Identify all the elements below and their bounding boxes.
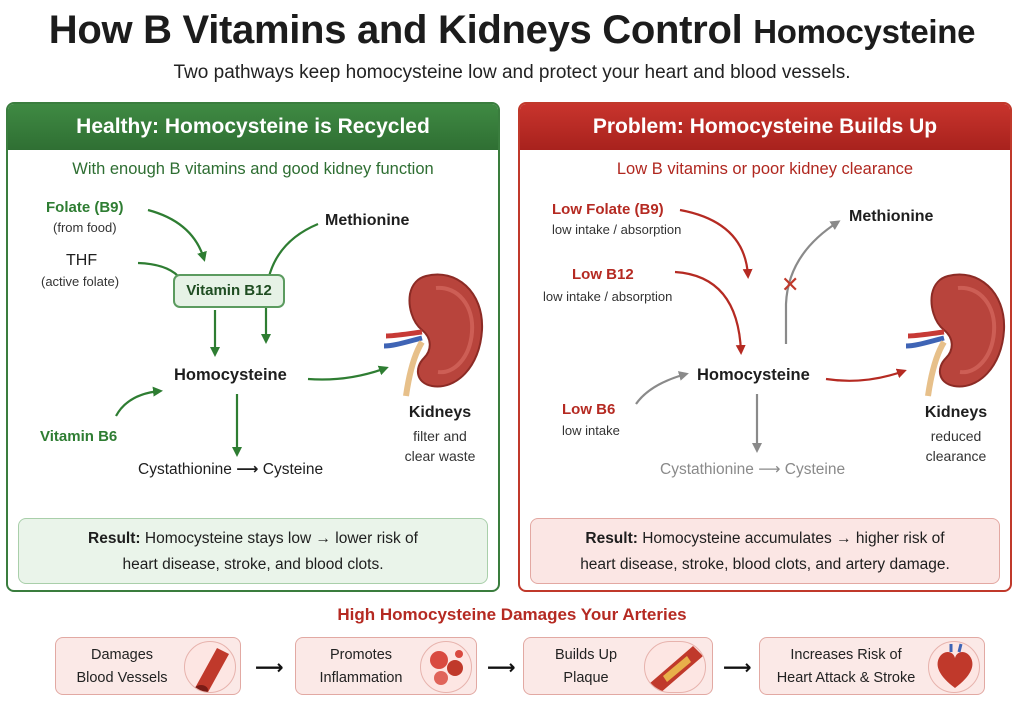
low-folate-label: Low Folate (B9): [552, 201, 664, 218]
card-line1: Promotes: [329, 647, 393, 663]
kidneys-label: Kidneys: [924, 404, 988, 421]
low-folate-note: low intake / absorption: [552, 222, 682, 237]
damage-card-inflammation: Promotes Inflammation: [295, 637, 477, 695]
card-text: Damages Blood Vessels: [62, 644, 182, 690]
card-text: Builds Up Plaque: [530, 644, 642, 690]
plaque-artery-icon: [644, 641, 706, 693]
title-main: How B Vitamins and Kidneys Control: [48, 8, 743, 52]
homocysteine-to-kidney-arrow: [307, 365, 389, 381]
kidneys-note-line1: reduced: [930, 428, 982, 444]
card-text: Increases Risk of Heart Attack & Stroke: [766, 644, 926, 690]
conversion-arrow: ⟶: [236, 461, 259, 478]
conversion-arrow: ⟶: [758, 461, 781, 478]
artery-damage-title: High Homocysteine Damages Your Arteries: [337, 605, 687, 624]
healthy-panel-subtitle: With enough B vitamins and good kidney f…: [72, 160, 434, 178]
page-title: How B Vitamins and Kidneys Control Homoc…: [0, 8, 1024, 53]
flow-arrow-2: ⟶: [487, 657, 516, 679]
damage-card-heart-attack: Increases Risk of Heart Attack & Stroke: [759, 637, 985, 695]
cysteine-label: Cysteine: [262, 461, 324, 478]
problem-panel: Problem: Homocysteine Builds Up Low B vi…: [518, 102, 1012, 592]
result-text: Homocysteine stays low → lower risk of: [144, 530, 418, 547]
card-line2: Inflammation: [319, 670, 403, 686]
card-line2: Heart Attack & Stroke: [776, 670, 916, 686]
low-b12-note: low intake / absorption: [543, 289, 673, 304]
card-line1: Damages: [90, 647, 154, 663]
result-text: Homocysteine accumulates → higher risk o…: [642, 530, 945, 547]
problem-panel-header: Problem: Homocysteine Builds Up: [520, 104, 1010, 150]
thf-to-b12-arrow: [137, 261, 179, 277]
card-text: Promotes Inflammation: [302, 644, 420, 690]
flow-arrow-1: ⟶: [255, 657, 284, 679]
healthy-panel-header: Healthy: Homocysteine is Recycled: [8, 104, 498, 150]
problem-result-box: Result: Homocysteine accumulates → highe…: [530, 518, 1000, 584]
kidneys-note: filter and clear waste: [390, 426, 490, 466]
low-b6-label: Low B6: [562, 401, 616, 418]
folate-note: (from food): [53, 220, 117, 235]
card-line2: Blood Vessels: [76, 670, 168, 686]
healthy-pathway-arrows: [115, 208, 484, 457]
kidneys-note-line2: clearance: [925, 448, 987, 464]
problem-panel-subtitle: Low B vitamins or poor kidney clearance: [616, 160, 914, 178]
cystathionine-row: Cystathionine ⟶ Cysteine: [138, 460, 323, 479]
healthy-result-line1: Result: Homocysteine stays low → lower r…: [19, 526, 487, 552]
low-b6-arrow: [635, 371, 689, 405]
card-line1: Increases Risk of: [790, 647, 902, 663]
problem-result-line1: Result: Homocysteine accumulates → highe…: [531, 526, 999, 552]
cystathionine-label: Cystathionine: [660, 461, 754, 478]
cysteine-label: Cysteine: [784, 461, 846, 478]
cystathionine-row: Cystathionine ⟶ Cysteine: [660, 460, 845, 479]
kidneys-note-line1: filter and: [413, 428, 467, 444]
blood-vessel-icon: [184, 641, 236, 693]
folate-label: Folate (B9): [46, 199, 124, 216]
healthy-result-box: Result: Homocysteine stays low → lower r…: [18, 518, 488, 584]
low-b12-label: Low B12: [572, 266, 634, 283]
thf-note: (active folate): [41, 274, 120, 289]
blocked-methionine-arrow: [784, 220, 841, 344]
homocysteine-label: Homocysteine: [174, 366, 287, 384]
kidneys-label: Kidneys: [408, 404, 472, 421]
methionine-label: Methionine: [849, 208, 934, 225]
kidneys-note-line2: clear waste: [404, 448, 476, 464]
homocysteine-label: Homocysteine: [697, 366, 810, 384]
flow-arrow-3: ⟶: [723, 657, 752, 679]
folate-to-b12-arrow: [147, 208, 207, 262]
card-line2: Plaque: [563, 670, 609, 686]
page-subtitle: Two pathways keep homocysteine low and p…: [173, 62, 851, 83]
low-folate-arrow: [679, 208, 753, 279]
vitamin-b12-box: Vitamin B12: [173, 274, 285, 308]
damage-card-blood-vessels: Damages Blood Vessels: [55, 637, 241, 695]
heart-icon: [928, 641, 980, 693]
kidney-icon: [383, 273, 484, 397]
inflammation-cells-icon: [420, 641, 472, 693]
low-b6-note: low intake: [562, 423, 620, 438]
low-b12-arrow: [674, 270, 746, 355]
homocysteine-to-kidney-red-arrow: [825, 368, 907, 382]
b6-to-homocysteine-arrow: [115, 386, 163, 417]
title-end: Homocysteine: [753, 13, 976, 50]
damage-card-plaque: Builds Up Plaque: [523, 637, 713, 695]
problem-pathway-arrows: [635, 208, 1006, 453]
vitamin-b6-label: Vitamin B6: [40, 428, 118, 445]
kidney-icon: [905, 273, 1006, 397]
result-label: Result:: [88, 530, 141, 547]
problem-result-line2: heart disease, stroke, blood clots, and …: [580, 556, 950, 573]
result-label: Result:: [585, 530, 638, 547]
kidneys-note: reduced clearance: [906, 426, 1006, 466]
blocked-x-icon: ✕: [781, 272, 800, 297]
methionine-label: Methionine: [325, 212, 410, 229]
thf-label: THF: [66, 252, 98, 269]
healthy-result-line2: heart disease, stroke, and blood clots.: [122, 556, 384, 573]
healthy-panel: Healthy: Homocysteine is Recycled With e…: [6, 102, 500, 592]
cystathionine-label: Cystathionine: [138, 461, 232, 478]
card-line1: Builds Up: [554, 647, 618, 663]
